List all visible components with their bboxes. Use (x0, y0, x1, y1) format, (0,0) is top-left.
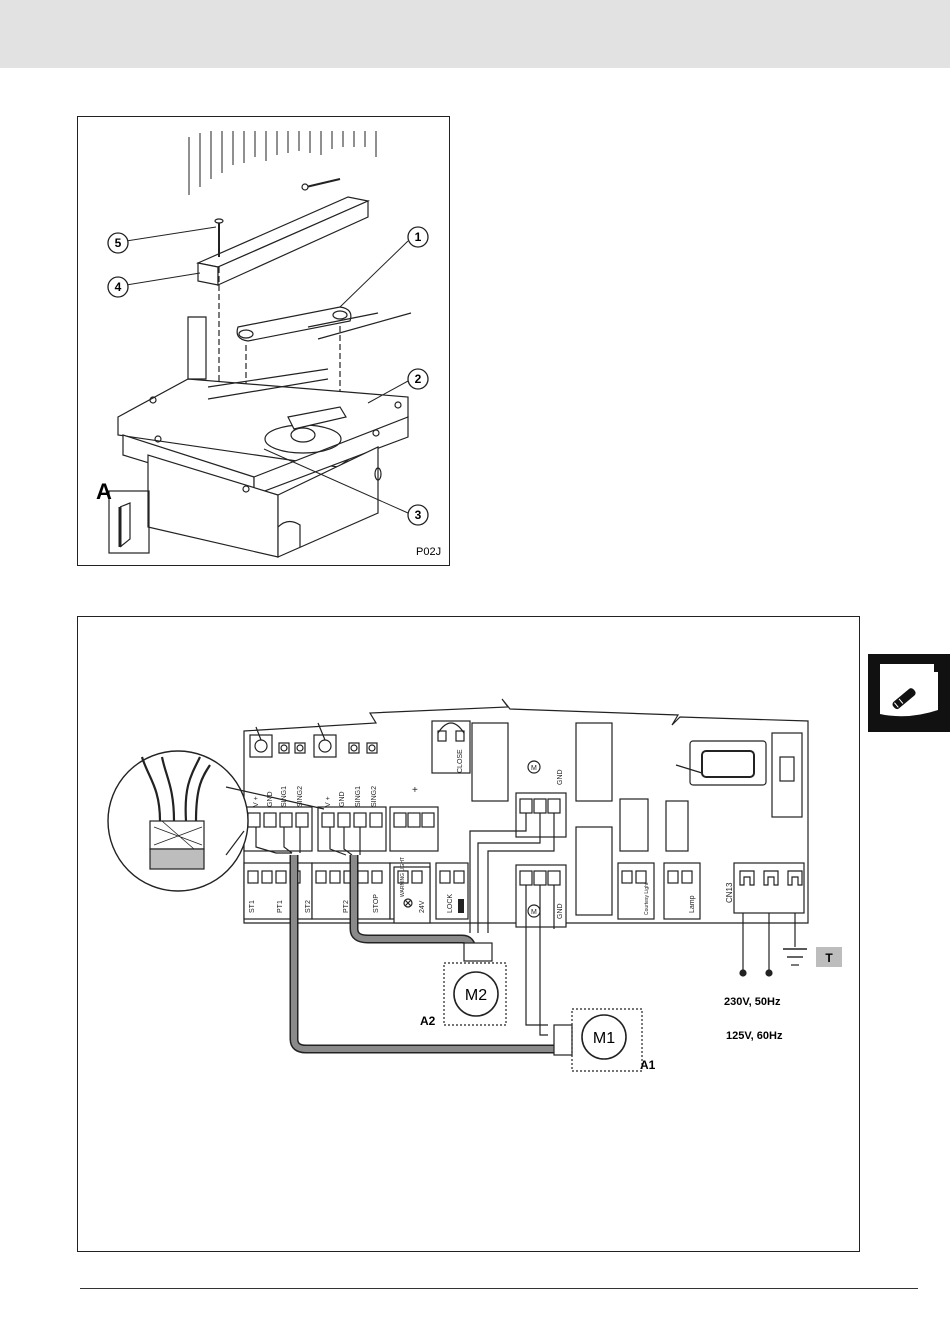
header-band (0, 0, 950, 68)
wiring-figure: V + GND SING1 SING2 V + GND SING1 SING2 … (77, 616, 860, 1252)
motor2-label: M2 (465, 987, 487, 1004)
installation-drawing: 5 4 1 2 3 A P02J (78, 117, 451, 567)
installation-figure: 5 4 1 2 3 A P02J (77, 116, 450, 566)
svg-text:GND: GND (557, 903, 564, 919)
svg-text:ST2: ST2 (305, 900, 312, 913)
view-letter: A (96, 479, 112, 504)
svg-text:CN13: CN13 (725, 882, 734, 903)
svg-text:2: 2 (415, 372, 422, 386)
lever-arm (237, 307, 351, 341)
callout-3: 3 (408, 505, 428, 525)
callout-5: 5 (108, 233, 128, 253)
svg-text:STOP: STOP (373, 894, 380, 913)
svg-text:WARNING LIGHT: WARNING LIGHT (400, 857, 406, 897)
svg-text:3: 3 (415, 508, 422, 522)
callout-1: 1 (408, 227, 428, 247)
svg-text:GND: GND (339, 791, 346, 807)
svg-text:CLOSE: CLOSE (457, 749, 464, 773)
screwdriver-icon (868, 654, 950, 732)
svg-text:M: M (531, 909, 537, 916)
footer-rule (80, 1288, 918, 1289)
svg-text:M: M (531, 765, 537, 772)
svg-text:GND: GND (267, 791, 274, 807)
svg-text:SING1: SING1 (355, 786, 362, 807)
svg-text:LOCK: LOCK (447, 894, 454, 913)
motor1-label: M1 (593, 1030, 615, 1047)
svg-text:SING2: SING2 (297, 786, 304, 807)
callout-4: 4 (108, 277, 128, 297)
view-a-box (109, 491, 149, 553)
svg-text:V +: V + (325, 796, 332, 807)
svg-text:V +: V + (253, 796, 260, 807)
svg-text:Courtesy Light: Courtesy Light (644, 882, 650, 915)
gate-bar (198, 197, 368, 285)
svg-text:GND: GND (557, 769, 564, 785)
supply-230v: 230V, 50Hz (724, 996, 781, 1008)
svg-text:+: + (412, 785, 418, 796)
wiring-diagram: V + GND SING1 SING2 V + GND SING1 SING2 … (78, 617, 861, 1253)
svg-text:PT1: PT1 (277, 900, 284, 913)
t-label: T (825, 951, 833, 965)
svg-text:5: 5 (115, 236, 122, 250)
svg-text:4: 4 (115, 280, 122, 294)
supply-125v: 125V, 60Hz (726, 1030, 783, 1042)
svg-text:ST1: ST1 (249, 900, 256, 913)
svg-text:Lamp: Lamp (689, 895, 696, 913)
section-tab (868, 654, 950, 732)
callout-2: 2 (408, 369, 428, 389)
foundation-box (118, 317, 408, 557)
a2-label: A2 (420, 1014, 436, 1028)
svg-text:1: 1 (415, 230, 422, 244)
svg-text:SING1: SING1 (281, 786, 288, 807)
svg-text:24V: 24V (419, 900, 426, 913)
a1-label: A1 (640, 1058, 656, 1072)
figure-code: P02J (416, 546, 441, 558)
earth-ground-icon (783, 949, 807, 965)
svg-text:SING2: SING2 (371, 786, 378, 807)
gate-hatching (189, 131, 376, 195)
svg-text:PT2: PT2 (343, 900, 350, 913)
